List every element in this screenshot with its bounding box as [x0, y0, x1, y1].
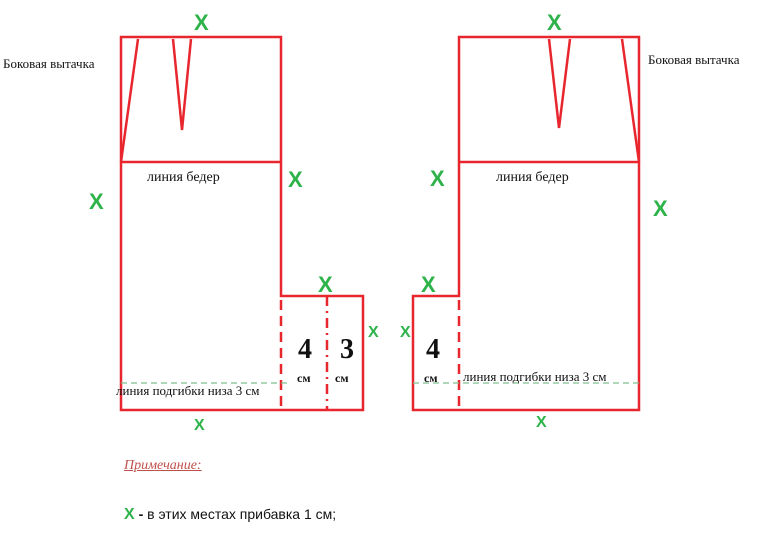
left-side-dart-label: Боковая вытачка	[3, 56, 95, 71]
left-hem-fold-label: линия подгибки низа 3 см	[116, 383, 260, 398]
left-side-seam-curve	[119, 38, 140, 163]
right-side-dart-label: Боковая вытачка	[648, 52, 740, 67]
right-side-seam-curve	[620, 38, 641, 163]
right-waist-dart	[547, 38, 572, 129]
right-pattern	[411, 35, 641, 412]
left-extension-number-2: 3	[340, 334, 354, 365]
left-waist-dart	[171, 38, 193, 131]
note-legend-x-symbol: X	[124, 506, 135, 523]
left-x-marker-extension-top: X	[318, 272, 333, 297]
note-legend-text: в этих местах прибавка 1 см;	[147, 506, 337, 522]
right-x-marker-side-right: X	[653, 196, 668, 221]
right-x-marker-side-left: X	[430, 166, 445, 191]
right-x-marker-top: X	[547, 10, 562, 35]
right-hip-line-label: линия бедер	[496, 170, 569, 185]
left-hip-line-label: линия бедер	[147, 170, 220, 185]
left-extension-unit-2: см	[335, 371, 349, 385]
right-extension-unit-1: см	[424, 371, 438, 385]
left-pattern-outline	[119, 35, 365, 412]
left-x-marker-bottom: X	[194, 417, 205, 434]
left-extension-number-1: 4	[298, 334, 312, 365]
left-x-marker-side-right: X	[288, 167, 303, 192]
note-legend-line: X - в этих местах прибавка 1 см;	[124, 506, 336, 524]
right-pattern-outline	[411, 35, 641, 412]
right-hem-fold-label: линия подгибки низа 3 см	[463, 369, 607, 384]
left-x-marker-top: X	[194, 10, 209, 35]
right-extension-number-1: 4	[426, 334, 440, 365]
note-legend-dash: -	[138, 506, 144, 522]
left-pattern	[119, 35, 365, 412]
right-x-marker-extension-side: X	[400, 324, 411, 341]
left-x-marker-extension-side: X	[368, 324, 379, 341]
right-x-marker-bottom: X	[536, 414, 547, 431]
left-x-marker-side-left: X	[89, 189, 104, 214]
right-x-marker-extension-top: X	[421, 272, 436, 297]
left-extension-unit-1: см	[297, 371, 311, 385]
note-title: Примечание:	[124, 458, 202, 473]
